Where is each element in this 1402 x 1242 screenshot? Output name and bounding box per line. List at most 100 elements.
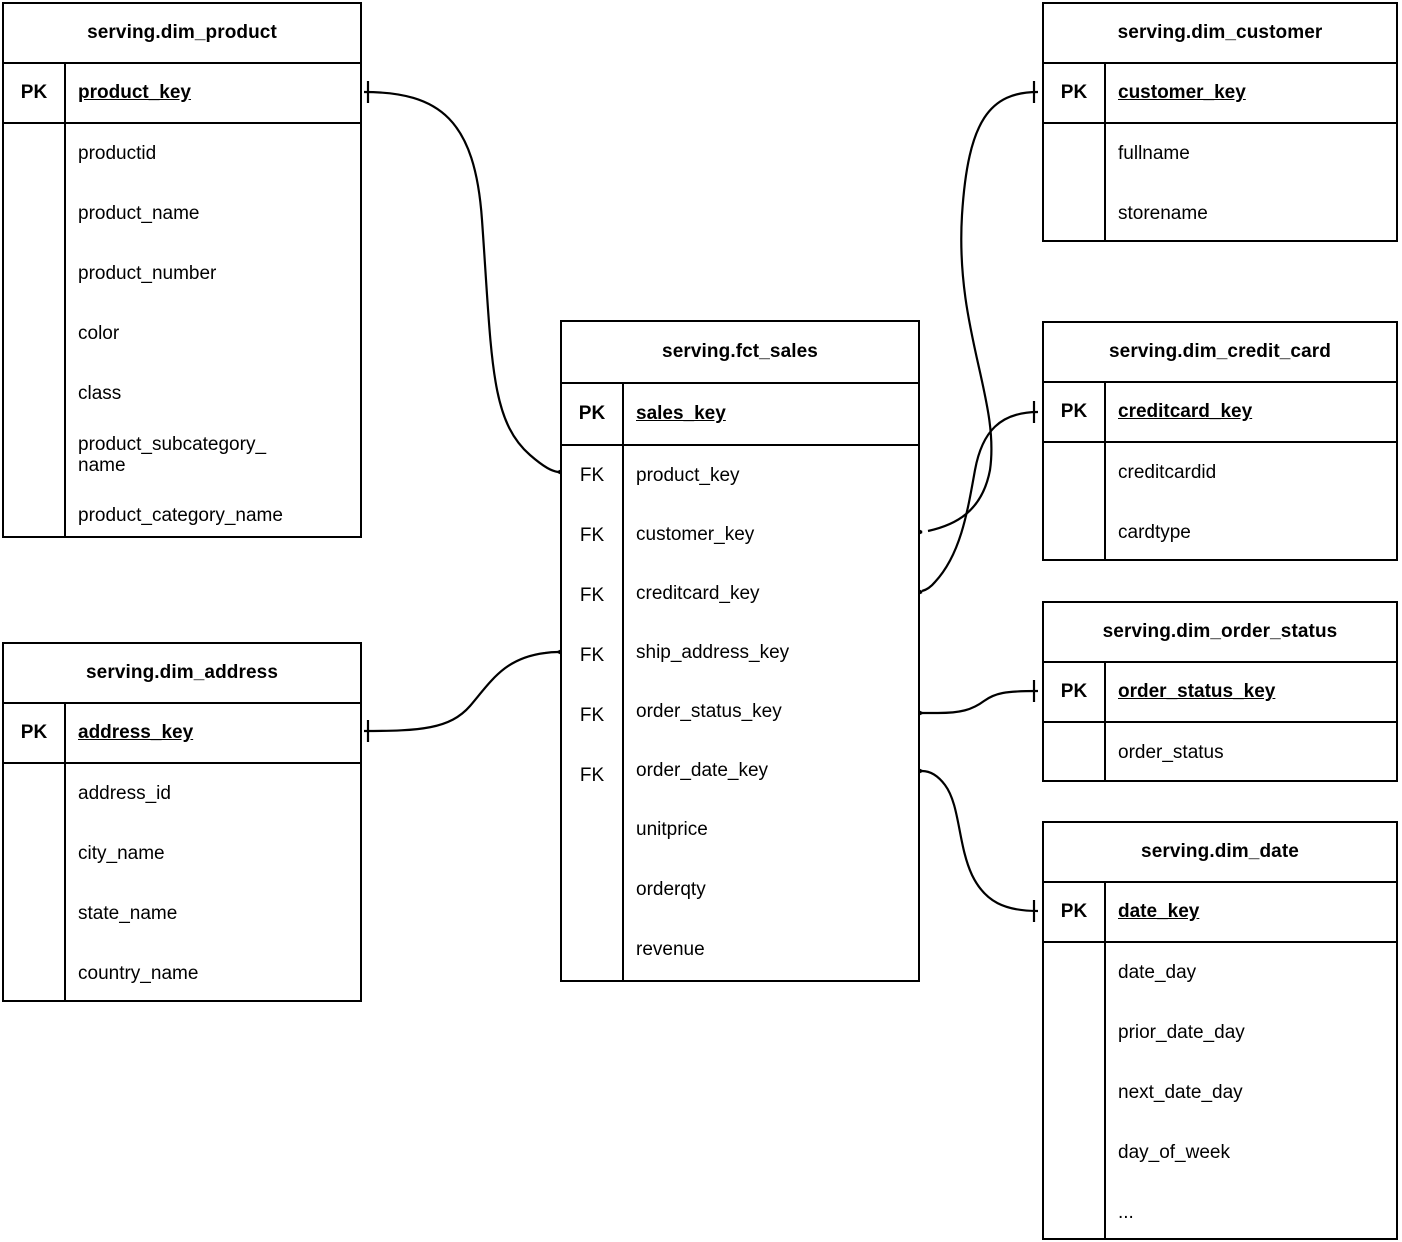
entity-title-dim_product: serving.dim_product	[87, 22, 277, 43]
fk-field-fct_sales-1: customer_key	[636, 523, 755, 545]
attribute-dim_product-2: product_number	[78, 263, 217, 285]
attributes-dim_address: address_id city_name state_name country_nam…	[4, 762, 360, 1000]
pk-badge-dim_product: PK	[20, 82, 48, 103]
key-column-dim_credit_card	[1044, 443, 1104, 559]
attribute-dim_customer-1: storename	[1118, 203, 1208, 225]
pk-field-dim_credit_card: creditcard_key	[1104, 383, 1396, 441]
pk-row-dim_credit_card[interactable]: PK creditcard_key	[1044, 381, 1396, 441]
attribute-dim_address-3: country_name	[78, 963, 199, 985]
fk-field-fct_sales-4: order_status_key	[636, 700, 782, 722]
fk-badge-fct_sales-2: FK	[579, 585, 605, 606]
pk-field-dim_product: product_key	[64, 64, 360, 122]
attribute-column-dim_order_status: order_status	[1104, 723, 1396, 780]
key-column-dim_date	[1044, 943, 1104, 1238]
relationship-line	[363, 650, 559, 733]
entity-title-fct_sales: serving.fct_sales	[662, 341, 818, 362]
attribute-dim_customer-0: fullname	[1118, 143, 1190, 165]
attribute-dim_date-2: next_date_day	[1118, 1082, 1243, 1104]
fk-badge-fct_sales-1: FK	[579, 525, 605, 546]
relationship-product-to-sales	[363, 81, 581, 484]
key-column-dim_customer	[1044, 124, 1104, 240]
fk-badge-fct_sales-0: FK	[579, 465, 605, 486]
attribute-dim_product-6: product_category_name	[78, 505, 283, 527]
attribute-column-dim_date: date_day prior_date_day next_date_day day_o…	[1104, 943, 1396, 1238]
fk-field-fct_sales-5: order_date_key	[636, 759, 769, 781]
fk-field-fct_sales-2: creditcard_key	[636, 582, 760, 604]
pk-field-dim_customer: customer_key	[1104, 64, 1396, 122]
pk-field-dim_order_status: order_status_key	[1104, 663, 1396, 721]
attribute-dim_product-3: color	[78, 323, 120, 345]
key-column-dim_product	[4, 124, 64, 536]
relationship-line	[922, 689, 1039, 715]
pk-field-dim_date: date_key	[1104, 883, 1396, 941]
attribute-fct_sales-2: revenue	[636, 939, 705, 961]
relationship-line	[921, 769, 1039, 913]
attribute-dim_product-0: productid	[78, 143, 157, 165]
attribute-dim_order_status-0: order_status	[1118, 742, 1224, 764]
entity-title-dim_address: serving.dim_address	[86, 662, 278, 683]
attributes-dim_credit_card: creditcardid cardtype	[1044, 441, 1396, 559]
relationship-customer-to-sales	[899, 81, 1039, 544]
fk-badge-fct_sales-3: FK	[579, 645, 605, 666]
fk-badge-fct_sales-4: FK	[579, 705, 605, 726]
relationship-date-to-sales	[899, 759, 1039, 922]
relationship-line	[927, 90, 1039, 533]
key-column-dim_order_status	[1044, 723, 1104, 780]
pk-badge-dim_credit_card: PK	[1060, 401, 1088, 422]
relationship-address-to-sales	[363, 640, 581, 742]
pk-badge-fct_sales: PK	[578, 403, 606, 424]
attribute-dim_address-2: state_name	[78, 903, 178, 925]
fk-badge-fct_sales-5: FK	[579, 765, 605, 786]
attribute-column-dim_credit_card: creditcardid cardtype	[1104, 443, 1396, 559]
pk-badge-dim_date: PK	[1060, 901, 1088, 922]
pk-field-fct_sales: sales_key	[622, 384, 918, 444]
attributes-dim_date: date_day prior_date_day next_date_day day_o…	[1044, 941, 1396, 1238]
attributes-dim_customer: fullname storename	[1044, 122, 1396, 240]
fk-field-fct_sales-0: product_key	[636, 464, 740, 486]
attribute-dim_date-1: prior_date_day	[1118, 1022, 1245, 1044]
attribute-column-dim_address: address_id city_name state_name country_nam…	[64, 764, 360, 1000]
fk-field-fct_sales-3: ship_address_key	[636, 641, 790, 663]
pk-badge-dim_customer: PK	[1060, 82, 1088, 103]
entity-title-dim_credit_card: serving.dim_credit_card	[1109, 341, 1331, 362]
attributes-dim_order_status: order_status	[1044, 721, 1396, 780]
attribute-dim_date-0: date_day	[1118, 962, 1197, 984]
attribute-fct_sales-1: orderqty	[636, 879, 706, 901]
attribute-dim_product-5: product_subcategory_ name	[78, 433, 267, 476]
relationship-orderstatus-to-sales	[899, 680, 1039, 725]
pk-row-dim_customer[interactable]: PK customer_key	[1044, 62, 1396, 122]
attribute-dim_address-0: address_id	[78, 783, 171, 805]
entity-title-dim_date: serving.dim_date	[1141, 841, 1299, 862]
entity-title-dim_customer: serving.dim_customer	[1117, 22, 1323, 43]
attribute-dim_product-4: class	[78, 383, 122, 405]
attribute-dim_address-1: city_name	[78, 843, 165, 865]
attribute-fct_sales-0: unitprice	[636, 819, 708, 841]
attribute-dim_credit_card-1: cardtype	[1118, 522, 1191, 544]
relationship-creditcard-to-sales	[899, 401, 1039, 604]
pk-row-dim_order_status[interactable]: PK order_status_key	[1044, 661, 1396, 721]
attribute-dim_credit_card-0: creditcardid	[1118, 462, 1217, 484]
attribute-dim_date-3: day_of_week	[1118, 1142, 1230, 1164]
pk-row-dim_date[interactable]: PK date_key	[1044, 881, 1396, 941]
key-column-fct_sales: FK FK FK FK FK FK	[562, 446, 622, 980]
attribute-dim_product-1: product_name	[78, 203, 200, 225]
pk-row-fct_sales[interactable]: PK sales_key	[562, 382, 918, 444]
pk-row-dim_product[interactable]: PK product_key	[4, 62, 360, 122]
entity-title-dim_order_status: serving.dim_order_status	[1102, 621, 1338, 642]
pk-badge-dim_order_status: PK	[1060, 681, 1088, 702]
pk-field-dim_address: address_key	[64, 704, 360, 762]
key-column-dim_address	[4, 764, 64, 1000]
